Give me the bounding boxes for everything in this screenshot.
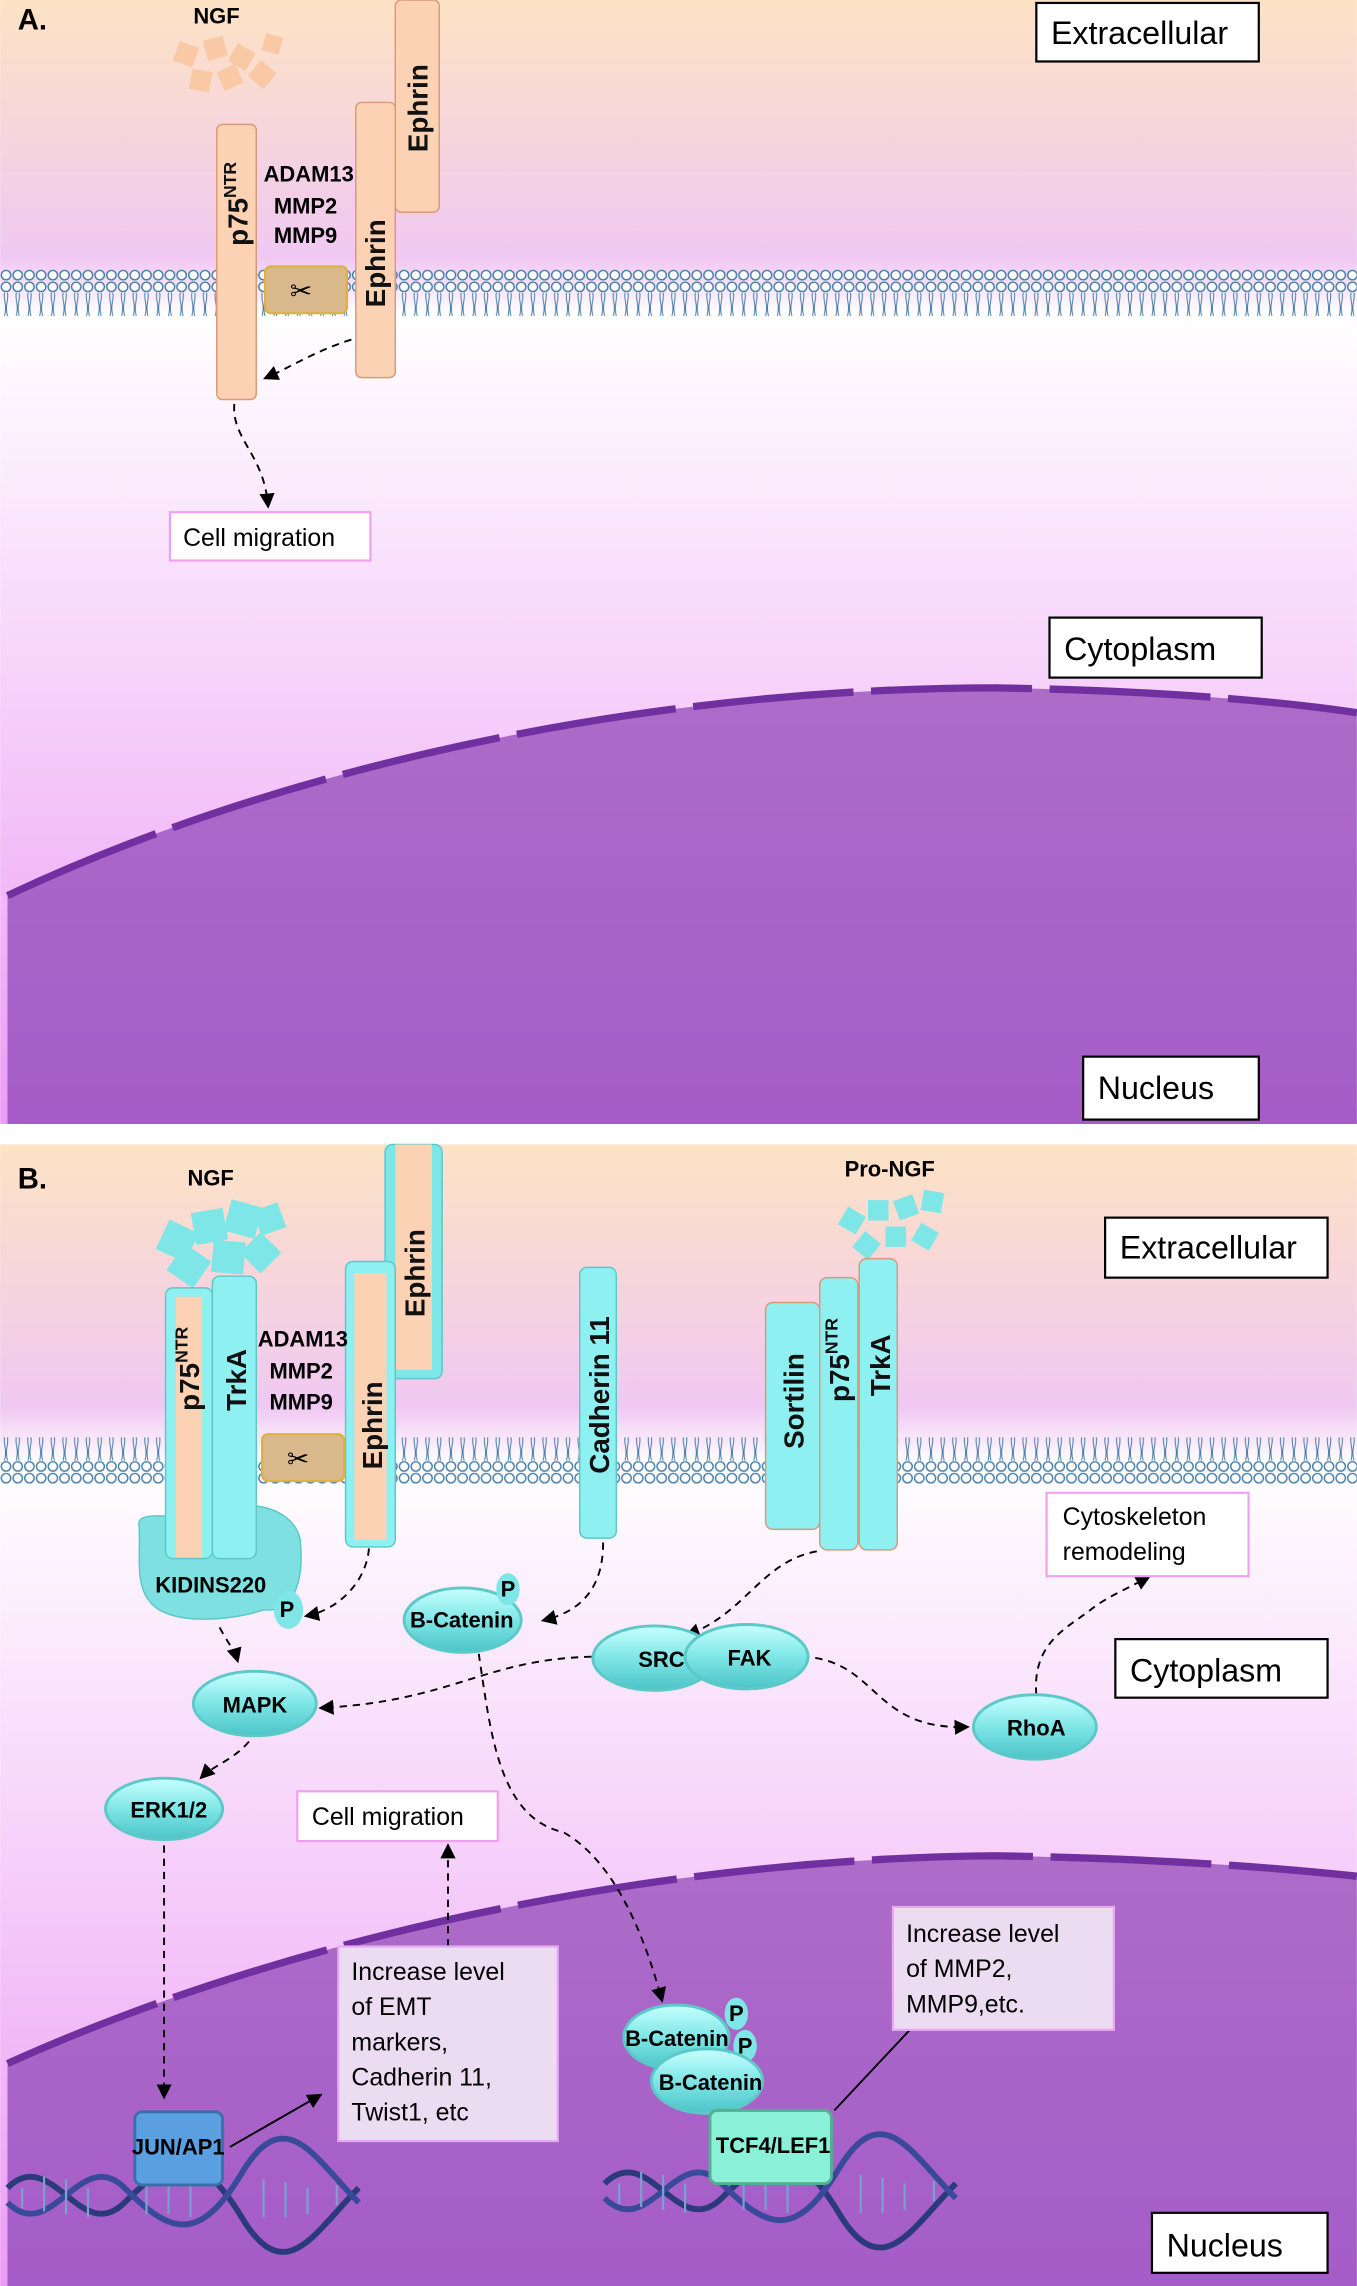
svg-text:p75NTR: p75NTR xyxy=(821,1318,855,1402)
svg-text:p75NTR: p75NTR xyxy=(171,1327,205,1411)
panel-b-receptors-right-trka-label: TrkA xyxy=(865,1334,896,1396)
panel-b-proteases-1-label: MMP2 xyxy=(269,1359,332,1384)
svg-text:p75NTR: p75NTR xyxy=(220,162,254,246)
panel-a-proteases-0-label: ADAM13 xyxy=(264,161,354,186)
panel-b-ephrin-upper-label: Ephrin xyxy=(400,1229,431,1317)
panel-a-regions-extracellular-label: Extracellular xyxy=(1051,15,1228,51)
panel-b-receptors-left-p75-label: p75 xyxy=(174,1363,205,1411)
panel-b-nodes-bcatenin-label: B-Catenin xyxy=(659,2070,763,2095)
panel-b-proteases-2-label: MMP9 xyxy=(269,1389,332,1414)
panel-b-receptors-right-sortilin-label: Sortilin xyxy=(779,1353,810,1449)
panel-b-emt-text-2-label: markers, xyxy=(351,2028,448,2056)
panel-b-nodes-tcf-label: TCF4/LEF1 xyxy=(716,2133,831,2158)
panel-a-regions-nucleus-label: Nucleus xyxy=(1098,1070,1214,1106)
protease-box xyxy=(261,1433,346,1483)
p75ntr-receptor xyxy=(216,123,258,401)
panel-b-nodes-src-label: SRC xyxy=(638,1647,684,1672)
panel-b-ligand-right-label: Pro-NGF xyxy=(845,1157,935,1182)
panel-b-regions-cytoplasm-label: Cytoplasm xyxy=(1130,1653,1282,1689)
panel-b-emt-text-1-label: of EMT xyxy=(351,1993,431,2021)
panel-b: B. NGF Pro-NGF Ephrin p75NTR TrkA KIDINS… xyxy=(0,1143,1357,2286)
panel-b-regions-extracellular-label: Extracellular xyxy=(1120,1230,1297,1266)
panel-a-regions-cytoplasm-label: Cytoplasm xyxy=(1064,631,1216,667)
scissors-icon: ✂ xyxy=(287,1444,309,1474)
panel-b-emt-text-4-label: Twist1, etc xyxy=(351,2099,468,2127)
panel-b-cytoskeleton-0-label: Cytoskeleton xyxy=(1063,1503,1207,1531)
panel-b-nodes-rhoa-label: RhoA xyxy=(1007,1716,1066,1741)
panel-b-nodes-mapk-label: MAPK xyxy=(223,1692,288,1717)
panel-b-cadherin-label: Cadherin 11 xyxy=(584,1316,615,1474)
cadherin11-receptor xyxy=(578,1266,618,1539)
panel-b-nodes-bcatenin-label: B-Catenin xyxy=(625,2026,729,2051)
ngf-ligand xyxy=(172,33,284,93)
panel-b-receptors-left-adaptor-label: KIDINS220 xyxy=(155,1572,266,1597)
jun-ap1-factor xyxy=(133,2110,225,2187)
protease-box xyxy=(263,265,349,315)
panel-b-cytoskeleton-1-label: remodeling xyxy=(1063,1538,1186,1566)
pro-ngf-ligand xyxy=(837,1189,945,1260)
scissors-icon: ✂ xyxy=(290,276,312,306)
panel-b-mmp-text-2-label: MMP9,etc. xyxy=(906,1990,1025,2018)
panel-b-nodes-p-label: P xyxy=(729,2001,744,2026)
panel-b-nodes-erk-label: ERK1/2 xyxy=(130,1798,207,1823)
panel-b-receptors-left-sup-label: NTR xyxy=(171,1327,191,1363)
panel-b-nodes-fak-label: FAK xyxy=(728,1645,772,1670)
panel-b-receptors-right-p75-label: p75 xyxy=(824,1354,855,1402)
cell-membrane xyxy=(0,269,1357,317)
panel-b-emt-text-0-label: Increase level xyxy=(351,1958,504,1986)
panel-b-nodes-p-label: P xyxy=(738,2033,753,2058)
nucleus-region xyxy=(7,687,1357,1124)
panel-label: A. xyxy=(18,4,47,36)
nuclear-envelope xyxy=(5,684,1357,899)
panel-b-ephrin-lower-label: Ephrin xyxy=(357,1381,388,1469)
panel-a-proteases-2-label: MMP9 xyxy=(274,223,337,248)
tcf4-lef1-factor xyxy=(708,2108,833,2186)
panel-b-ligand-left-label: NGF xyxy=(187,1165,233,1190)
panel-b-label-label: B. xyxy=(18,1163,47,1195)
panel-b-receptors-left-p-label: P xyxy=(280,1597,295,1622)
panel-b-receptors-left-trka-label: TrkA xyxy=(221,1349,252,1411)
panel-b-mmp-text-1-label: of MMP2, xyxy=(906,1955,1012,1983)
panel-b-nodes-bcatenin-label: B-Catenin xyxy=(410,1607,514,1632)
panel-b-regions-nucleus-label: Nucleus xyxy=(1167,2228,1283,2264)
ngf-ligand xyxy=(155,1199,287,1289)
panel-b-mmp-text-0-label: Increase level xyxy=(906,1920,1059,1948)
panel-a-receptor-sup-label: NTR xyxy=(220,162,240,198)
panel-a-ephrin-lower-label: Ephrin xyxy=(360,219,391,307)
panel-b-cell-migration-label: Cell migration xyxy=(312,1803,464,1831)
ngf-label: NGF xyxy=(193,3,239,28)
panel-b-nodes-jun-label: JUN/AP1 xyxy=(132,2134,225,2159)
panel-b-nodes-p-label: P xyxy=(501,1577,516,1602)
nuclear-envelope xyxy=(5,1852,1357,2067)
ephrin-lower xyxy=(355,101,397,379)
panel-a-receptor-label: p75 xyxy=(222,198,253,246)
panel-b-emt-text-3-label: Cadherin 11, xyxy=(351,2063,492,2091)
outcome-cell-migration: Cell migration xyxy=(183,524,335,552)
panel-b-receptors-right-sup-label: NTR xyxy=(821,1318,841,1354)
panel-a: A. NGF Ephrin p75NTR Ephrin ADAM13 MMP2 … xyxy=(0,0,1357,1124)
panel-a-proteases-1-label: MMP2 xyxy=(274,194,337,219)
trka-receptor xyxy=(211,1275,258,1560)
panel-a-ephrin-upper-label: Ephrin xyxy=(403,64,434,152)
panel-b-proteases-0-label: ADAM13 xyxy=(258,1326,348,1351)
